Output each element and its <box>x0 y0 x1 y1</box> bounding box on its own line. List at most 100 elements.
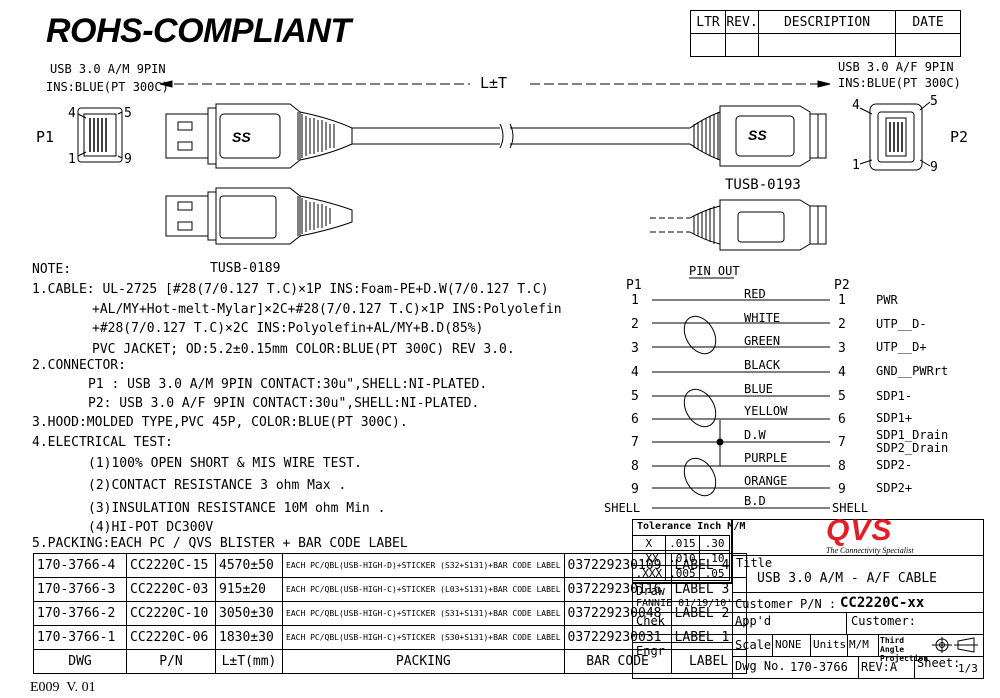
table-header: L±T(mm) <box>215 649 283 674</box>
table-cell: CC2220C-03 <box>126 577 216 602</box>
table-cell: 170-3766-3 <box>33 577 127 602</box>
pinout-signal: SDP1+ <box>876 411 913 425</box>
pinout-left-pin: 7 <box>631 435 639 450</box>
pinout-right-pin: 1 <box>838 293 846 308</box>
table-cell: EACH PC/QBL(USB-HIGH-C)+STICKER (L03+S13… <box>282 577 565 602</box>
pinout-left-pin: 6 <box>631 412 639 427</box>
projection-symbol-icon <box>932 637 978 653</box>
table-cell: 170-3766-2 <box>33 601 127 626</box>
pinout-p2: P2 <box>834 278 850 293</box>
tol-cell: .005 <box>664 565 701 581</box>
table-cell: EACH PC/QBL(USB-HIGH-D)+STICKER (S32+S13… <box>282 553 565 578</box>
p1-connector-label: USB 3.0 A/M 9PIN <box>50 62 166 76</box>
p1-ins-label: INS:BLUE(PT 300C) <box>46 80 169 94</box>
customer-label: Customer: <box>851 614 917 628</box>
notes-heading: NOTE: <box>32 262 72 277</box>
draw-label: Draw <box>636 584 665 598</box>
pinout-wire-color: PURPLE <box>744 451 788 465</box>
note-hood: 3.HOOD:MOLDED TYPE,PVC 45P, COLOR:BLUE(P… <box>32 415 408 430</box>
table-cell: 4570±50 <box>215 553 283 578</box>
p1-pin-1: 1 <box>68 152 76 167</box>
pinout-wire-color: GREEN <box>744 334 781 348</box>
table-header-row: DWG P/N L±T(mm) PACKING BAR CODE LABEL <box>33 649 747 674</box>
p2-connector-label: USB 3.0 A/F 9PIN <box>838 60 954 74</box>
p2-pin-1: 1 <box>852 158 860 173</box>
pinout-right-pin: 5 <box>838 389 846 404</box>
page-title: ROHS-COMPLIANT <box>46 12 351 50</box>
pinout-wire-color: BLACK <box>744 358 781 372</box>
table-cell: CC2220C-15 <box>126 553 216 578</box>
tolerance-title: Tolerance Inch M/M <box>637 521 746 532</box>
table-cell: 3050±30 <box>215 601 283 626</box>
tolerance-box: Tolerance Inch M/M X.015.30 .XX.010.10 .… <box>632 519 745 583</box>
ss-logo-female: SS <box>748 127 767 143</box>
rev-header-description: DESCRIPTION <box>758 10 896 34</box>
length-label: L±T <box>480 74 508 92</box>
tol-cell: .010 <box>664 550 701 566</box>
pinout-signal: SDP1- <box>876 389 913 403</box>
table-row: 170-3766-2 CC2220C-10 3050±30 EACH PC/QB… <box>33 601 747 626</box>
title-label: Title <box>736 556 773 570</box>
pinout-right-pin: 4 <box>838 365 846 380</box>
pinout-right-pin: 2 <box>838 317 846 332</box>
table-cell: 1830±30 <box>215 625 283 650</box>
pinout-title: PIN OUT <box>689 264 740 278</box>
table-cell: CC2220C-06 <box>126 625 216 650</box>
p2-pin-9: 9 <box>930 160 938 175</box>
pinout-p1: P1 <box>626 278 642 293</box>
p2-pin-4: 4 <box>852 98 860 113</box>
p2-ins-label: INS:BLUE(PT 300C) <box>838 76 961 90</box>
table-cell: EACH PC/QBL(USB-HIGH-C)+STICKER (S31+S13… <box>282 601 565 626</box>
sheet-label: Sheet: <box>917 656 961 670</box>
table-cell: 170-3766-4 <box>33 553 127 578</box>
appd-label: App'd <box>735 614 772 628</box>
dwg-no-label: Dwg No. <box>735 659 786 673</box>
note-cable-1: 1.CABLE: UL-2725 [#28(7/0.127 T.C)×1P IN… <box>32 282 549 297</box>
pinout-wire-color: D.W <box>744 428 766 442</box>
pinout-left-pin: 1 <box>631 293 639 308</box>
p1-label: P1 <box>36 128 55 146</box>
table-header: PACKING <box>282 649 565 674</box>
pinout-left-pin: 2 <box>631 317 639 332</box>
draw-value: FANNIE 01/19/10' <box>636 598 733 609</box>
projection-label: Third Angle Projection <box>880 636 929 663</box>
note-cable-3: +#28(7/0.127 T.C)×2C INS:Polyolefin+AL/M… <box>92 321 484 336</box>
pinout-signal: GND__PWRrt <box>876 364 949 378</box>
scale-label: Scale <box>735 638 772 652</box>
pinout-signal-drain-2: SDP2_Drain <box>876 441 949 455</box>
table-cell: EACH PC/QBL(USB-HIGH-C)+STICKER (S30+S13… <box>282 625 565 650</box>
pinout-signal: SDP2- <box>876 458 913 472</box>
units-value: M/M <box>849 638 869 651</box>
table-cell: 915±20 <box>215 577 283 602</box>
pinout-signal: UTP__D+ <box>876 340 927 354</box>
customer-pn-label: Customer P/N : <box>735 597 837 611</box>
note-test-3: (3)INSULATION RESISTANCE 10M ohm Min . <box>88 501 386 516</box>
chek-label: Chek <box>636 614 665 628</box>
pinout-right-pin: 6 <box>838 412 846 427</box>
note-cable-2: +AL/MY+Hot-melt-Mylar]×2C+#28(7/0.127 T.… <box>92 302 562 317</box>
pinout-right-pin: 3 <box>838 341 846 356</box>
p1-pin-9: 9 <box>124 152 132 167</box>
note-test-2: (2)CONTACT RESISTANCE 3 ohm Max . <box>88 478 347 493</box>
dwg-no-value: 170-3766 <box>790 660 848 674</box>
revision-table: LTR REV. DESCRIPTION DATE <box>690 10 961 57</box>
engr-label: Engr <box>636 644 665 658</box>
pinout-left-pin: 4 <box>631 365 639 380</box>
pinout-signal: SDP2+ <box>876 481 913 495</box>
note-cable-4: PVC JACKET; OD:5.2±0.15mm COLOR:BLUE(PT … <box>92 342 515 357</box>
pinout-wire-color: YELLOW <box>744 404 788 418</box>
footer-code: E009 V. 01 <box>30 680 96 695</box>
pinout-wire-color: RED <box>744 287 766 301</box>
pinout-signal: PWR <box>876 293 898 307</box>
pinout-left-pin: 8 <box>631 459 639 474</box>
pinout-left-pin: 9 <box>631 482 639 497</box>
qvs-logo: QVS <box>826 514 893 547</box>
pinout-left-pin: 5 <box>631 389 639 404</box>
table-cell: CC2220C-10 <box>126 601 216 626</box>
title-block <box>632 519 984 679</box>
table-row: 170-3766-3 CC2220C-03 915±20 EACH PC/QBL… <box>33 577 747 602</box>
pinout-right-pin: 7 <box>838 435 846 450</box>
pinout-right-pin: 9 <box>838 482 846 497</box>
tusb-female-label: TUSB-0193 <box>725 177 801 193</box>
